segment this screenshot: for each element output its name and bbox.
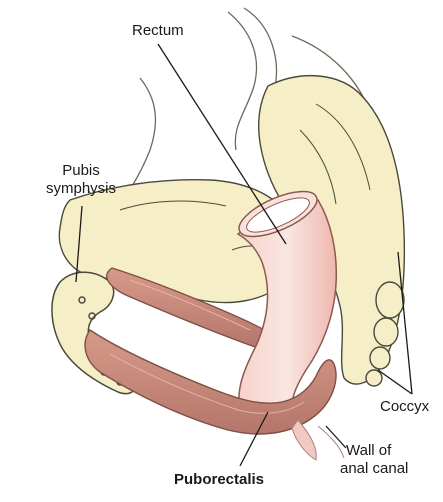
rectum-label: Rectum	[132, 22, 184, 40]
pubis-label-line2: symphysis	[38, 180, 124, 198]
wall-label-line2: anal canal	[340, 460, 408, 478]
wall-label-line1: Wall of	[346, 442, 408, 460]
anal-canal-wall	[292, 420, 344, 460]
coccyx-leader-2	[378, 370, 412, 394]
coccyx-label: Coccyx	[380, 398, 429, 416]
wall-of-anal-canal-label: Wall of anal canal	[346, 442, 408, 478]
pubis-symphysis-label: Pubis symphysis	[38, 162, 124, 198]
pubis-label-line1: Pubis	[38, 162, 124, 180]
coccyx-leader-1	[398, 252, 412, 394]
puborectalis-label: Puborectalis	[174, 471, 264, 489]
